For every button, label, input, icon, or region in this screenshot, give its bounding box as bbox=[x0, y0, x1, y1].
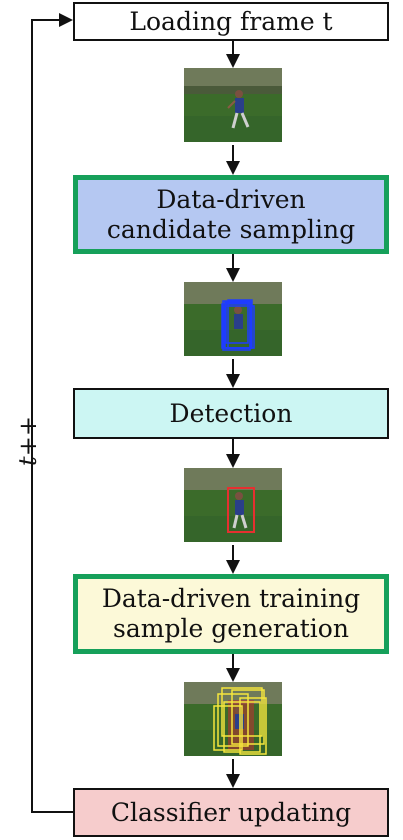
candidate-samples-thumbnail bbox=[184, 282, 282, 356]
classifier-updating-step: Classifier updating bbox=[73, 788, 389, 837]
training-samples-thumbnail bbox=[184, 682, 282, 756]
frame-thumbnail bbox=[184, 68, 282, 142]
training-sample-label-line2: sample generation bbox=[113, 614, 349, 643]
detection-label: Detection bbox=[169, 398, 293, 428]
loading-frame-label: Loading frame t bbox=[129, 6, 333, 36]
detection-step: Detection bbox=[73, 388, 389, 439]
loop-counter-label: t++ bbox=[14, 416, 42, 466]
training-sample-generation-step: Data-driven training sample generation bbox=[73, 574, 389, 654]
classifier-updating-label: Classifier updating bbox=[110, 797, 352, 827]
candidate-sampling-label-line2: candidate sampling bbox=[106, 214, 356, 244]
feedback-loop-arrow bbox=[31, 13, 73, 813]
detection-thumbnail bbox=[184, 468, 282, 542]
candidate-sampling-step: Data-driven candidate sampling bbox=[73, 175, 389, 254]
training-sample-label-line1: Data-driven training bbox=[101, 584, 361, 613]
loading-frame-step: Loading frame t bbox=[73, 2, 389, 41]
candidate-sampling-label-line1: Data-driven bbox=[156, 184, 306, 214]
